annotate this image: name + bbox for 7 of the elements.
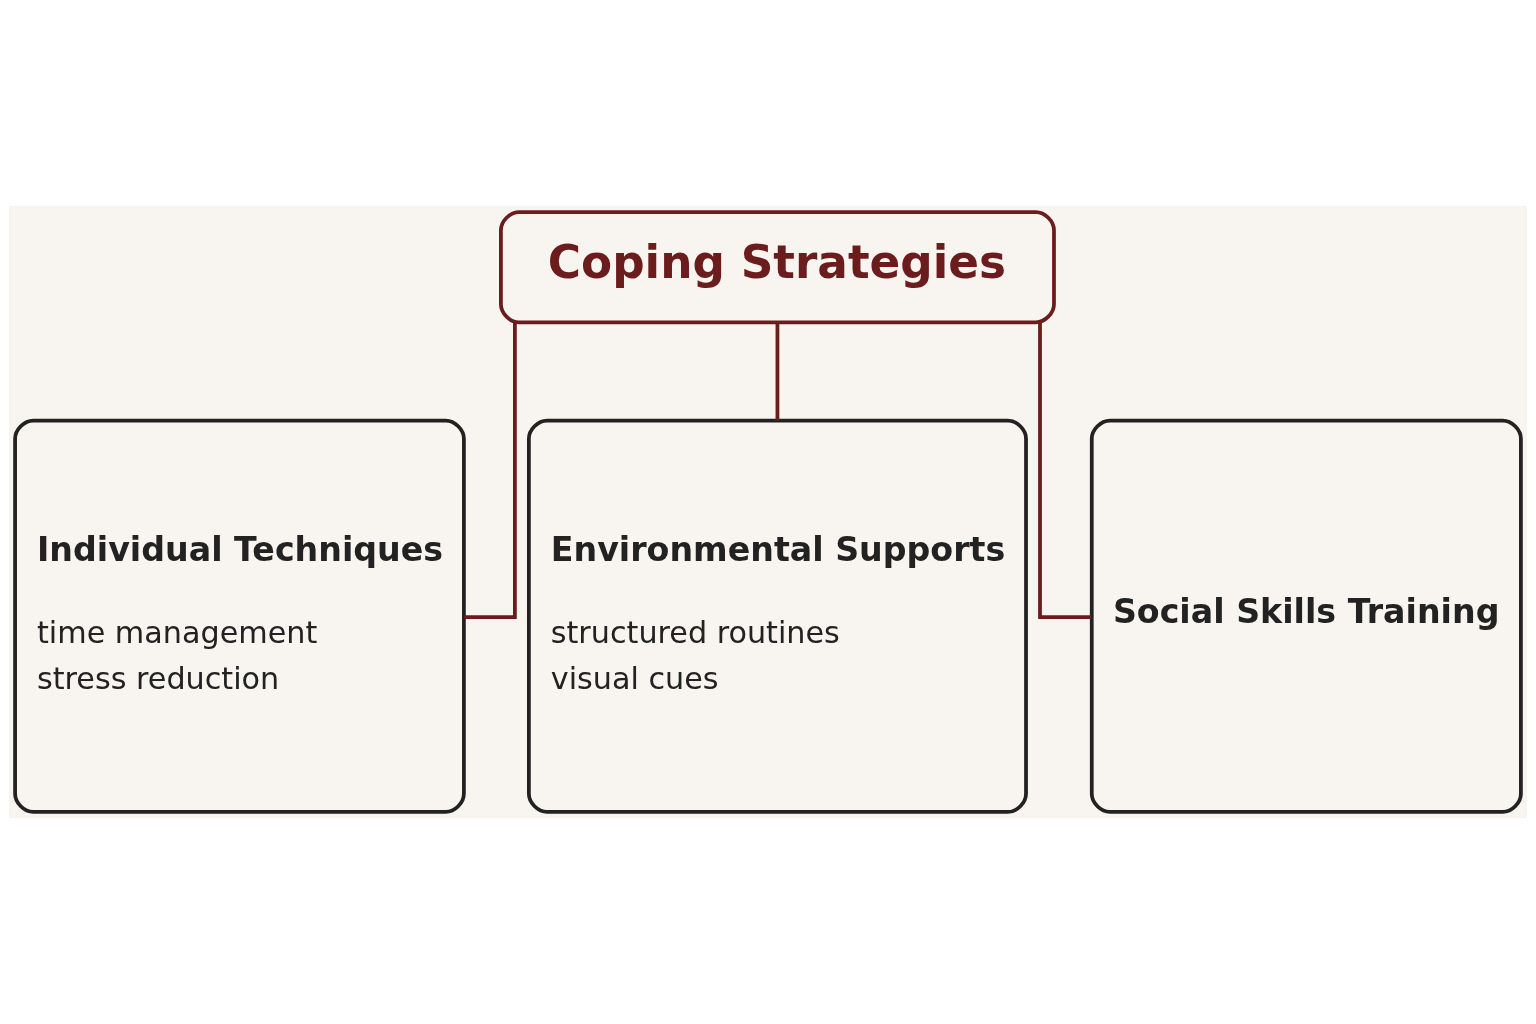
node-box: Environmental Supports structured routines visual cues: [527, 418, 1028, 814]
node-box: Social Skills Training: [1089, 418, 1523, 814]
node-box: Individual Techniques time management stress reduction: [13, 418, 466, 814]
connector: [464, 322, 517, 619]
connector: [1038, 322, 1092, 619]
connector: [775, 322, 780, 421]
node-box: Coping Strategies: [499, 210, 1056, 325]
